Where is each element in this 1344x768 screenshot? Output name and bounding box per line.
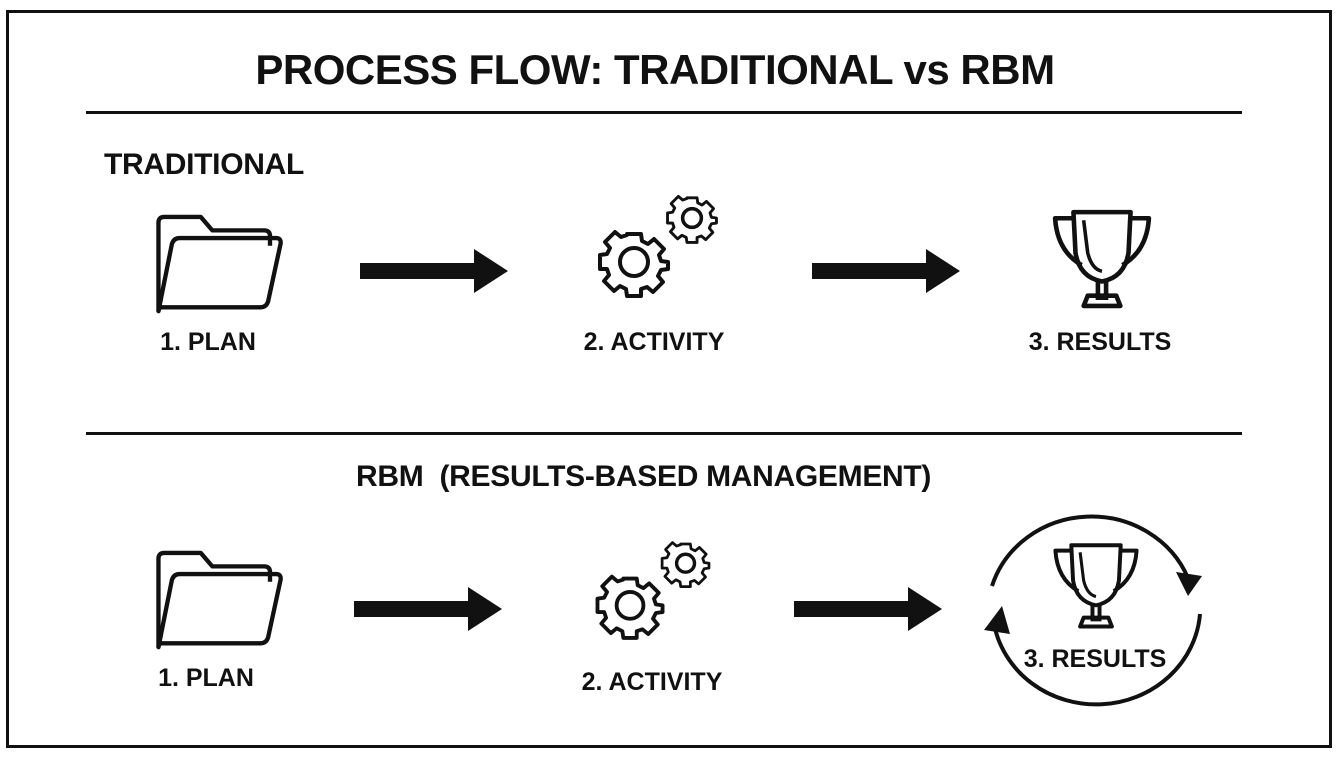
section-title-traditional: TRADITIONAL [104,148,305,181]
step-label-plan: 1. PLAN [160,328,256,356]
step-label-activity: 2. ACTIVITY [581,668,723,696]
step-label-plan: 1. PLAN [158,664,254,692]
divider-top [86,111,1242,114]
cycle-arrows-icon [984,514,1202,707]
gears-icon [598,194,718,298]
diagram-frame [6,10,1332,748]
step-label-activity: 2. ACTIVITY [583,328,725,356]
arrow-right-icon [794,587,942,631]
step-label-results: 3. RESULTS [1028,328,1172,356]
folder-icon [150,215,290,315]
folder-icon [150,551,290,651]
arrow-right-icon [360,249,508,293]
gears-icon [595,541,711,640]
trophy-icon [1046,206,1158,310]
section-title-rbm: RBM (RESULTS-BASED MANAGEMENT) [356,460,932,493]
page-title: PROCESS FLOW: TRADITIONAL vs RBM [255,46,1055,93]
divider-middle [86,432,1242,435]
step-label-results: 3. RESULTS [1023,645,1167,673]
arrow-right-icon [812,249,960,293]
trophy-icon [1053,543,1139,629]
arrow-right-icon [354,587,502,631]
